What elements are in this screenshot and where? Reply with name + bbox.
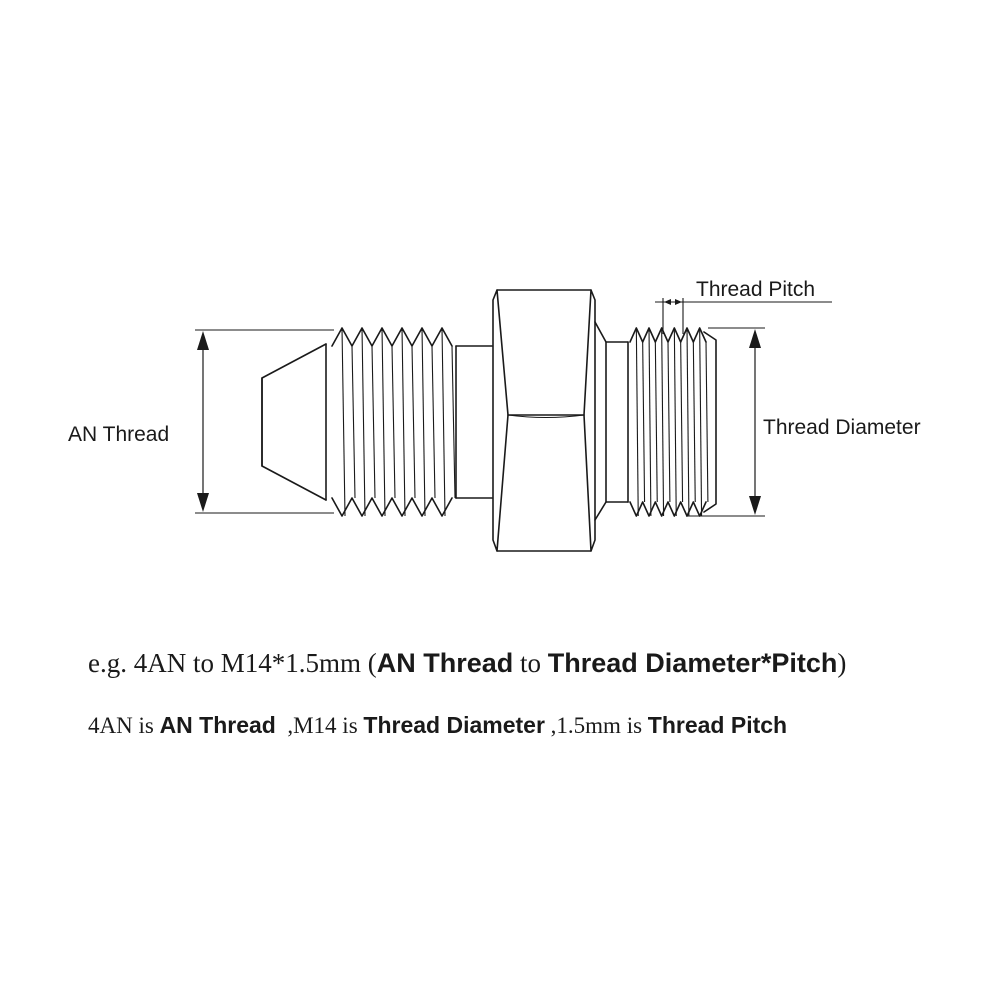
thread-diameter-dimension bbox=[686, 327, 765, 517]
metric-thread-root bbox=[680, 341, 684, 503]
metric-thread-flank bbox=[648, 327, 652, 517]
metric-thread-flank bbox=[686, 327, 690, 517]
caption1-to: to bbox=[513, 648, 548, 678]
an-thread-flank bbox=[381, 327, 386, 517]
caption2-part1: 4AN is bbox=[88, 713, 160, 738]
caption2-part2: ,M14 is bbox=[275, 713, 364, 738]
an-thread-root bbox=[451, 345, 456, 499]
an-dim-arrow-top bbox=[197, 331, 209, 350]
caption2-thread-diameter: Thread Diameter bbox=[363, 712, 545, 738]
metric-thread-flank bbox=[673, 327, 677, 517]
metric-thread-flank bbox=[661, 327, 665, 517]
an-thread-flank bbox=[361, 327, 366, 517]
caption1-suffix: ) bbox=[837, 648, 847, 678]
metric-thread-body bbox=[629, 327, 709, 517]
metric-thread-root bbox=[642, 341, 646, 503]
metric-thread-top-profile bbox=[629, 327, 707, 343]
neck-left bbox=[455, 345, 493, 499]
hex-nut bbox=[492, 289, 596, 552]
an-thread-flank bbox=[441, 327, 446, 517]
caption1-diameter-pitch: Thread Diameter*Pitch bbox=[547, 648, 838, 678]
diameter-arrow-bottom bbox=[749, 496, 761, 515]
metric-thread-bottom-profile bbox=[629, 501, 707, 517]
metric-thread-root bbox=[667, 341, 671, 503]
an-dim-arrow-bottom bbox=[197, 493, 209, 512]
an-thread-root bbox=[431, 345, 436, 499]
thread-end bbox=[703, 331, 717, 513]
an-thread-label: AN Thread bbox=[68, 423, 169, 446]
an-thread-top-profile bbox=[331, 327, 453, 347]
metric-thread-root bbox=[654, 341, 658, 503]
caption1-an-thread: AN Thread bbox=[376, 648, 514, 678]
an-thread-flank bbox=[421, 327, 426, 517]
an-thread-dimension bbox=[195, 329, 334, 514]
metric-thread-flank bbox=[699, 327, 703, 517]
neck-right bbox=[594, 321, 629, 521]
metric-thread-flank bbox=[635, 327, 639, 517]
caption2-part3: ,1.5mm is bbox=[544, 713, 648, 738]
an-thread-root bbox=[351, 345, 356, 499]
flare-cone bbox=[261, 343, 327, 501]
an-thread-bottom-profile bbox=[331, 497, 453, 517]
an-thread-root bbox=[371, 345, 376, 499]
caption2-an-thread: AN Thread bbox=[159, 712, 276, 738]
example-caption: e.g. 4AN to M14*1.5mm (AN Thread to Thre… bbox=[88, 648, 846, 679]
pitch-arrow-right bbox=[675, 299, 682, 305]
thread-pitch-dimension bbox=[655, 298, 832, 334]
explanation-caption: 4AN is AN Thread ,M14 is Thread Diameter… bbox=[88, 712, 787, 739]
metric-thread-root bbox=[705, 341, 709, 503]
an-thread-flank bbox=[341, 327, 346, 517]
pitch-arrow-left bbox=[664, 299, 671, 305]
an-thread-root bbox=[391, 345, 396, 499]
an-thread-body bbox=[331, 327, 456, 517]
caption1-prefix: e.g. 4AN to M14*1.5mm ( bbox=[88, 648, 377, 678]
an-thread-flank bbox=[401, 327, 406, 517]
diameter-arrow-top bbox=[749, 329, 761, 348]
thread-pitch-label: Thread Pitch bbox=[696, 278, 815, 301]
metric-thread-root bbox=[692, 341, 696, 503]
caption2-thread-pitch: Thread Pitch bbox=[647, 712, 788, 738]
thread-diameter-label: Thread Diameter bbox=[763, 416, 921, 439]
an-thread-root bbox=[411, 345, 416, 499]
